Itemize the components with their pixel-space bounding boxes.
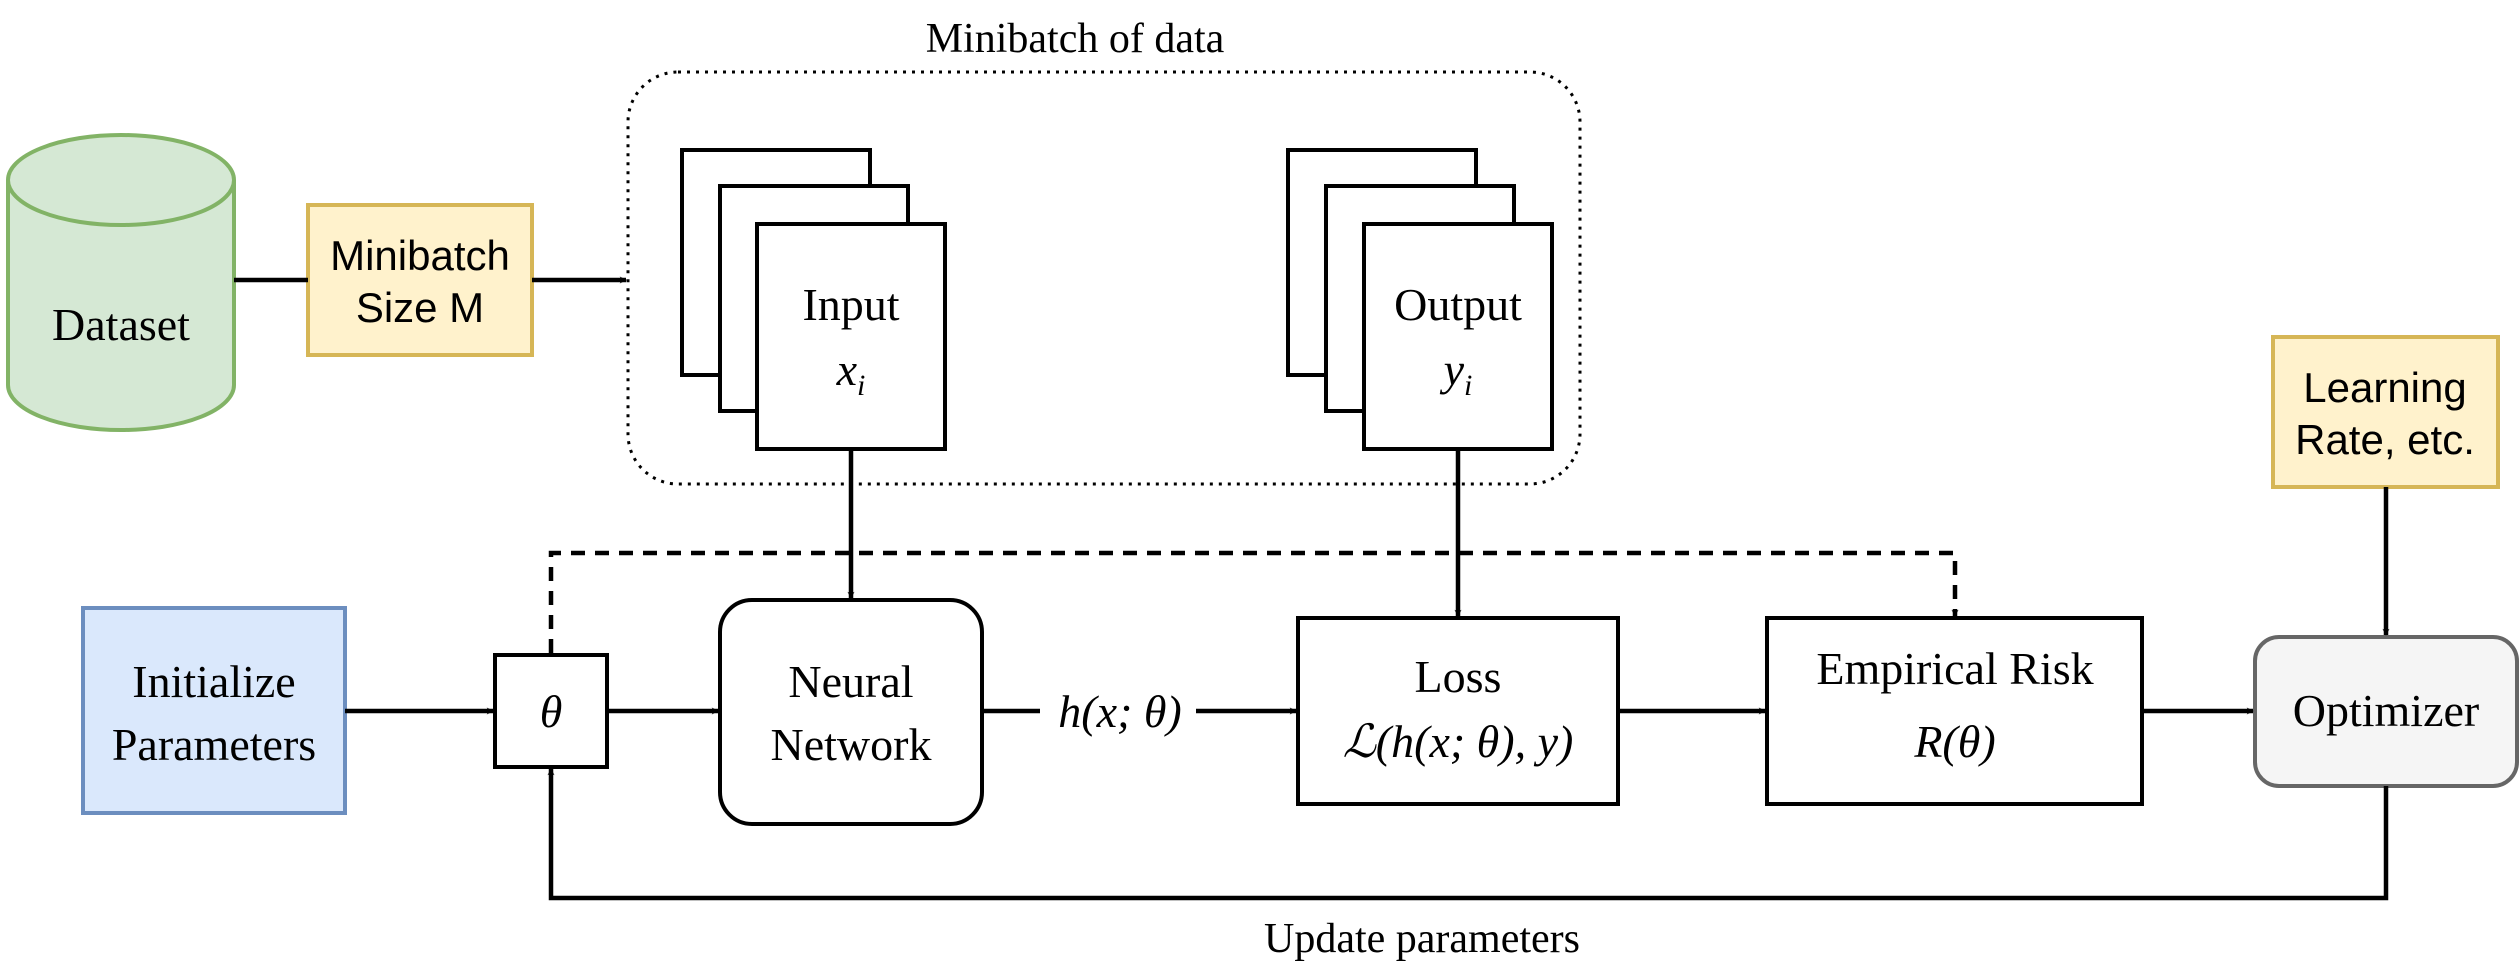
theta-label: θ: [540, 686, 563, 737]
initialize-parameters-node: Initialize Parameters: [81, 606, 347, 815]
edges: [234, 276, 2390, 901]
minibatch-size-line1: Minibatch: [330, 232, 510, 279]
neural-network-line2: Network: [771, 719, 932, 770]
update-parameters-label: Update parameters: [1264, 916, 1580, 962]
input-stack: Input xi: [680, 148, 947, 451]
minibatch-size-line2: Size M: [356, 284, 484, 331]
minibatch-size-node: Minibatch Size M: [306, 203, 534, 357]
empirical-risk-label: Empirical Risk: [1816, 643, 2093, 694]
optimizer-node: Optimizer: [2253, 635, 2519, 788]
edge-theta-to-risk-dashed: [548, 550, 1959, 653]
output-label: Output: [1394, 279, 1522, 330]
input-variable: xi: [836, 344, 866, 402]
learning-rate-node: Learning Rate, etc.: [2271, 335, 2500, 489]
loss-node: Loss ℒ(h(x; θ), y): [1296, 616, 1620, 806]
initialize-line2: Parameters: [112, 719, 316, 770]
theta-node: θ: [493, 653, 609, 769]
empirical-risk-formula: R(θ): [1913, 716, 1995, 767]
neural-network-node: Neural Network: [718, 598, 984, 826]
output-stack: Output yi: [1286, 148, 1554, 451]
hypothesis-label: h(x; θ): [1058, 686, 1181, 737]
neural-network-line1: Neural: [788, 656, 913, 707]
optimizer-label: Optimizer: [2293, 685, 2480, 736]
learning-rate-line2: Rate, etc.: [2295, 416, 2475, 463]
dataset-node: Dataset: [6, 133, 236, 432]
learning-rate-line1: Learning: [2303, 364, 2466, 411]
loss-formula: ℒ(h(x; θ), y): [1343, 716, 1574, 767]
output-variable: yi: [1440, 344, 1473, 402]
minibatch-group: [626, 70, 1582, 486]
empirical-risk-node: Empirical Risk R(θ): [1765, 616, 2144, 806]
edge-optimizer-to-theta-update: [547, 768, 2389, 901]
loss-label: Loss: [1415, 651, 1502, 702]
dataset-label: Dataset: [52, 299, 190, 350]
initialize-line1: Initialize: [132, 656, 295, 707]
input-label: Input: [802, 279, 899, 330]
minibatch-group-label: Minibatch of data: [926, 16, 1225, 62]
